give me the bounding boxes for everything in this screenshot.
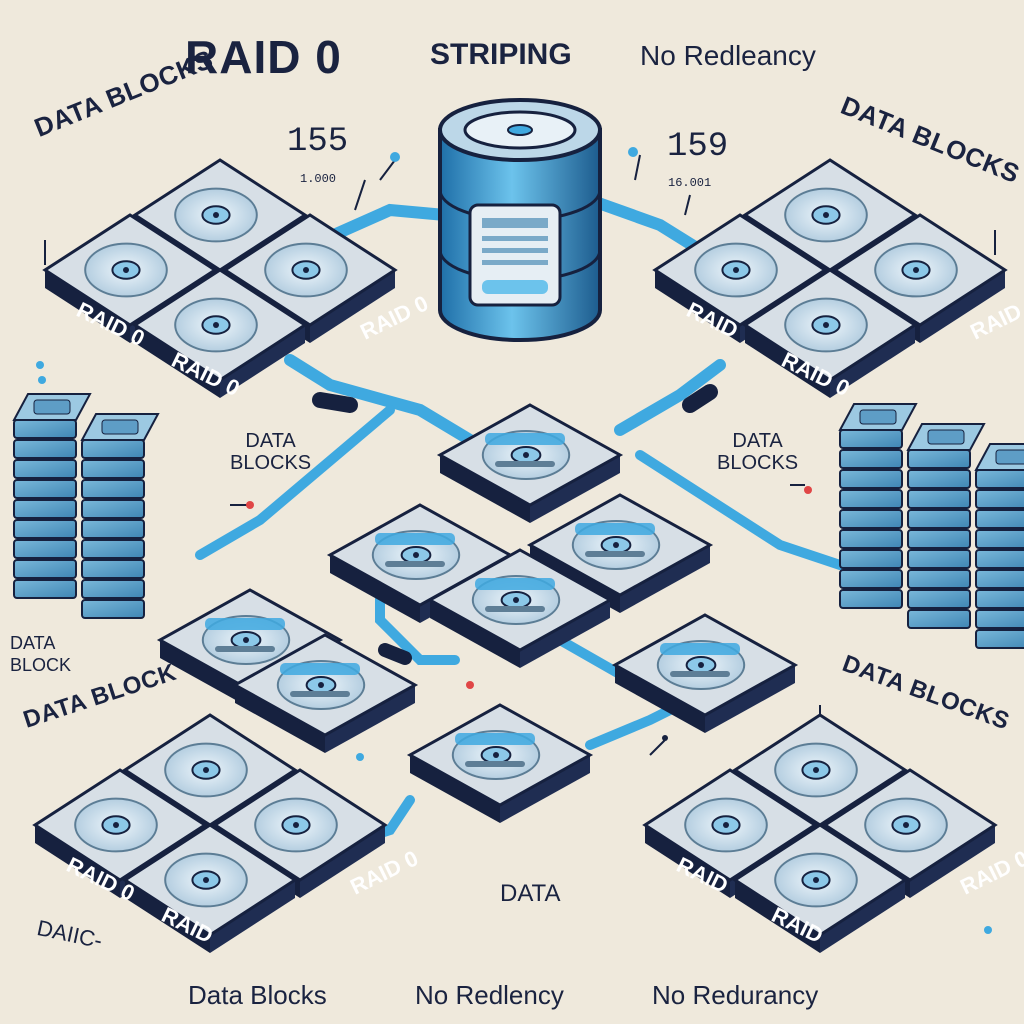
footer-item-data-blocks: Data Blocks xyxy=(188,980,327,1010)
label-data-blocks-mid-left: DATA BLOCKS xyxy=(230,430,312,474)
drive-cluster-bottom-right-drive-4 xyxy=(732,823,908,953)
label-data-bottom-center: DATA xyxy=(500,880,561,907)
drive-cluster-top-right-drive-4 xyxy=(742,268,918,398)
left-readout-caption: 1.000 xyxy=(300,172,337,186)
striped-drive-6 xyxy=(231,633,419,753)
striped-drive-7 xyxy=(611,613,799,733)
drive-cluster-top-left-drive-2 xyxy=(42,213,218,343)
drive-cluster-bottom-left-drive-4 xyxy=(122,823,298,953)
left-readout-value: 155 xyxy=(287,123,349,161)
footer-item-no-redundancy-2: No Redurancy xyxy=(652,980,819,1010)
block-stack-left xyxy=(12,393,160,619)
drive-cluster-bottom-right-drive-3 xyxy=(822,768,998,898)
annotation-ticks xyxy=(44,154,996,756)
striped-drive-1 xyxy=(436,403,624,523)
raid-controller-cylinder xyxy=(438,98,602,342)
connector-paths xyxy=(195,194,845,855)
striped-drive-8 xyxy=(406,703,594,823)
striped-drive-4 xyxy=(426,548,614,668)
drive-cluster-bottom-left-drive-2 xyxy=(32,768,208,898)
right-readout-value: 159 xyxy=(667,128,729,166)
footer-item-no-redundancy-1: No Redlency xyxy=(415,980,564,1010)
label-data-blocks-mid-right: DATA BLOCKS xyxy=(717,430,799,474)
diagram-note: No Redleancy xyxy=(640,40,816,71)
drive-cluster-top-left-drive-4 xyxy=(132,268,308,398)
diagram-title: RAID 0 xyxy=(185,31,342,83)
right-readout-caption: 16.001 xyxy=(668,176,712,190)
block-stack-right xyxy=(838,403,1024,649)
label-data-block-left: DATA BLOCK xyxy=(10,633,72,675)
diagram-subtitle: STRIPING xyxy=(430,38,572,71)
annotation-dots xyxy=(36,147,992,934)
